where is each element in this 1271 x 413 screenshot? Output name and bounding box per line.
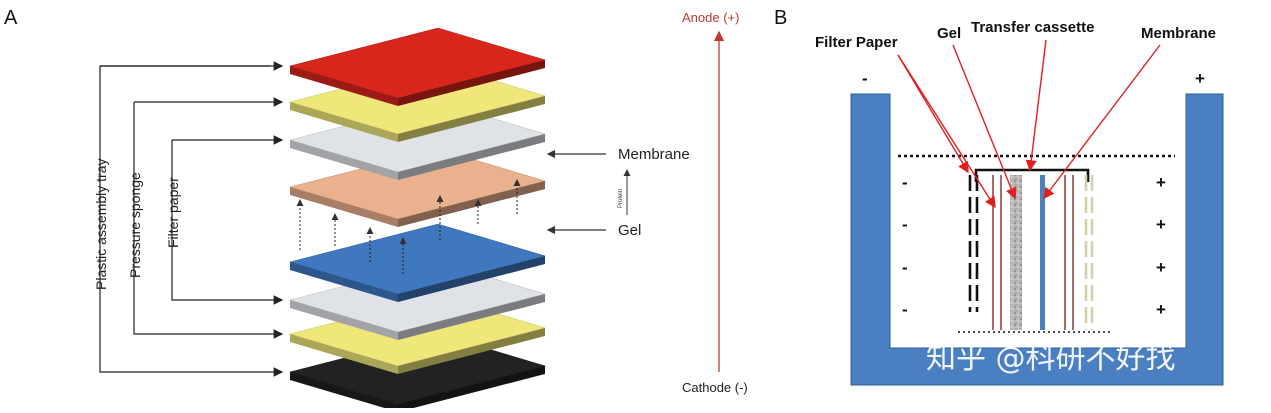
gel-plate-edge-right: [398, 256, 545, 302]
plus-sign-3: +: [1156, 258, 1166, 277]
tank-plus-sign: +: [1195, 69, 1205, 88]
sponge-top-plate-edge-right: [398, 96, 545, 142]
gel-label-b: Gel: [937, 25, 961, 42]
membrane-strip: [1040, 175, 1045, 330]
tray-top-plate-edge-left: [290, 66, 398, 106]
sponge-bottom-plate-edge-left: [290, 334, 398, 374]
sponge-label: Pressure sponge: [127, 172, 143, 278]
tray-top-plate-edge-right: [398, 60, 545, 106]
gel-slab: [1010, 175, 1022, 330]
minus-sign-3: -: [902, 258, 908, 277]
membrane-label: Membrane: [618, 146, 690, 163]
filter-top-plate-edge-right: [398, 134, 545, 180]
tray-bracket: [99, 61, 284, 377]
tray-bottom-plate-edge-left: [290, 372, 398, 412]
panel-b-letter: B: [774, 7, 787, 29]
filter-bottom-plate-edge-left: [290, 300, 398, 340]
protein-label: Protein: [618, 189, 624, 208]
transfer-cassette-label: Transfer cassette: [971, 19, 1094, 36]
plus-sign-2: +: [1156, 215, 1166, 234]
sponge-bottom-plate-edge-right: [398, 328, 545, 374]
panel-a-letter: A: [4, 7, 18, 29]
cathode-label: Cathode (-): [682, 380, 748, 395]
minus-sign-1: -: [902, 173, 908, 192]
pointer-lines: [897, 39, 1161, 209]
filter-paper-label: Filter Paper: [815, 34, 898, 51]
watermark: 知乎 @科研不好找: [926, 341, 1176, 376]
minus-sign-4: -: [902, 300, 908, 319]
tray-bottom-plate-edge-right: [398, 366, 545, 412]
buffer-tank: [850, 93, 1224, 386]
membrane-plate-edge-right: [398, 181, 545, 227]
membrane-label-b: Membrane: [1141, 25, 1216, 42]
minus-sign-2: -: [902, 215, 908, 234]
filter-bottom-plate-edge-right: [398, 294, 545, 340]
layer-stack: [288, 27, 547, 412]
tray-label: Plastic assembly tray: [93, 159, 109, 290]
gel-label: Gel: [618, 222, 641, 239]
gel-plate-edge-left: [290, 262, 398, 302]
plus-sign-1: +: [1156, 173, 1166, 192]
sponge-top-plate-edge-left: [290, 102, 398, 142]
filter-top-plate-edge-left: [290, 140, 398, 180]
protein-migration-arrows: [296, 179, 521, 274]
anode-label: Anode (+): [682, 10, 739, 25]
membrane-plate-edge-left: [290, 187, 398, 227]
filter-bracket: [171, 135, 284, 305]
tank-minus-sign: -: [862, 69, 868, 88]
sponge-bracket: [133, 97, 284, 339]
plus-sign-4: +: [1156, 300, 1166, 319]
filter-label: Filter paper: [165, 177, 181, 248]
